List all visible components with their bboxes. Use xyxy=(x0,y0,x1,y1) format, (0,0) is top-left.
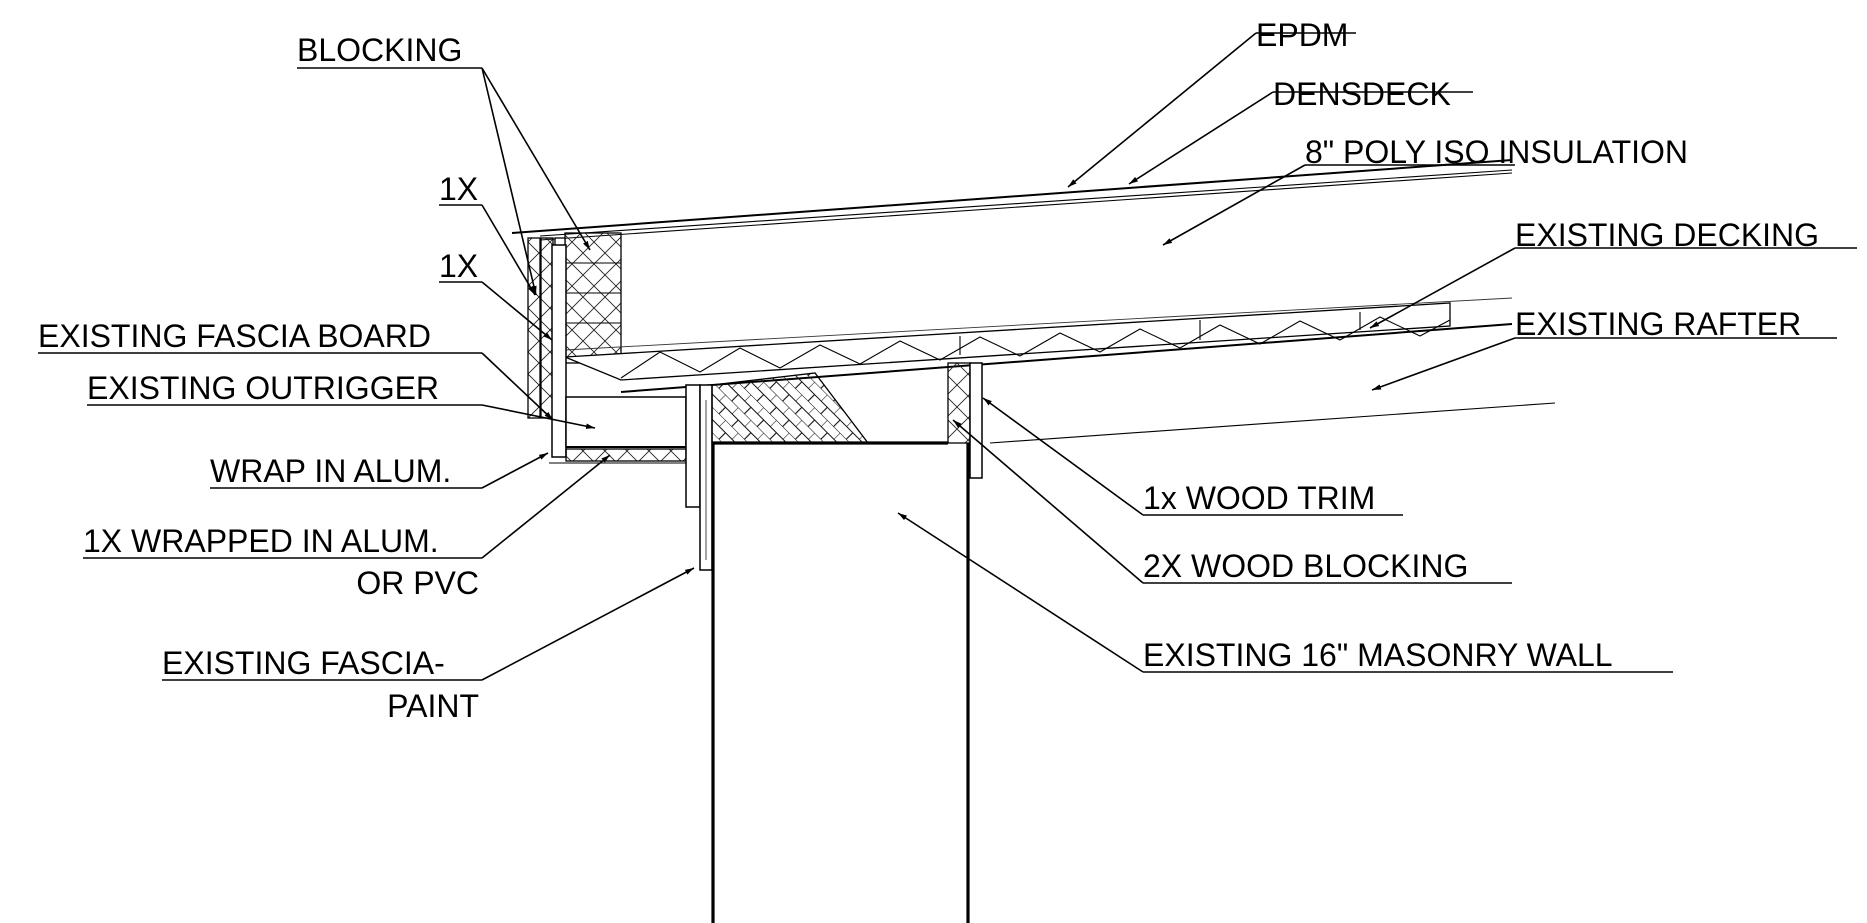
label-wood-trim: 1x WOOD TRIM xyxy=(1143,480,1375,516)
blocking-stack xyxy=(564,232,622,364)
label-epdm: EPDM xyxy=(1256,17,1348,53)
label-wrap-in-alum: WRAP IN ALUM. xyxy=(210,453,451,489)
callout-labels: BLOCKING 1X 1X EXISTING FASCIA BOARD EXI… xyxy=(38,17,1819,724)
label-existing-fascia-paint-line2: PAINT xyxy=(387,688,479,724)
label-existing-decking: EXISTING DECKING xyxy=(1515,217,1819,253)
label-existing-fascia-paint-line1: EXISTING FASCIA- xyxy=(162,645,445,681)
label-one-x-bottom: 1X xyxy=(439,248,478,284)
masonry-infill xyxy=(711,372,870,444)
label-wood-blocking: 2X WOOD BLOCKING xyxy=(1143,548,1468,584)
existing-decking xyxy=(564,297,1513,381)
existing-outrigger xyxy=(565,396,687,448)
label-poly-iso: 8" POLY ISO INSULATION xyxy=(1305,134,1688,170)
one-x-wrapped-board xyxy=(549,448,690,464)
existing-fascia-paint xyxy=(685,384,713,571)
leader-lines xyxy=(38,32,1857,681)
label-one-x-wrapped-line1: 1X WRAPPED IN ALUM. xyxy=(83,523,439,559)
one-x-wood-trim xyxy=(969,362,983,479)
epdm-membrane xyxy=(511,159,1513,237)
existing-masonry-wall xyxy=(711,441,970,923)
label-one-x-top: 1X xyxy=(439,171,478,207)
label-one-x-wrapped-line2: OR PVC xyxy=(356,565,479,601)
densdeck-layer xyxy=(539,172,1513,241)
label-masonry-wall: EXISTING 16" MASONRY WALL xyxy=(1143,637,1613,673)
label-blocking: BLOCKING xyxy=(297,32,462,68)
existing-fascia-board xyxy=(551,244,567,458)
label-existing-outrigger: EXISTING OUTRIGGER xyxy=(87,370,439,406)
label-existing-rafter: EXISTING RAFTER xyxy=(1515,306,1801,342)
label-densdeck: DENSDECK xyxy=(1273,76,1451,112)
label-existing-fascia-board: EXISTING FASCIA BOARD xyxy=(38,318,431,354)
